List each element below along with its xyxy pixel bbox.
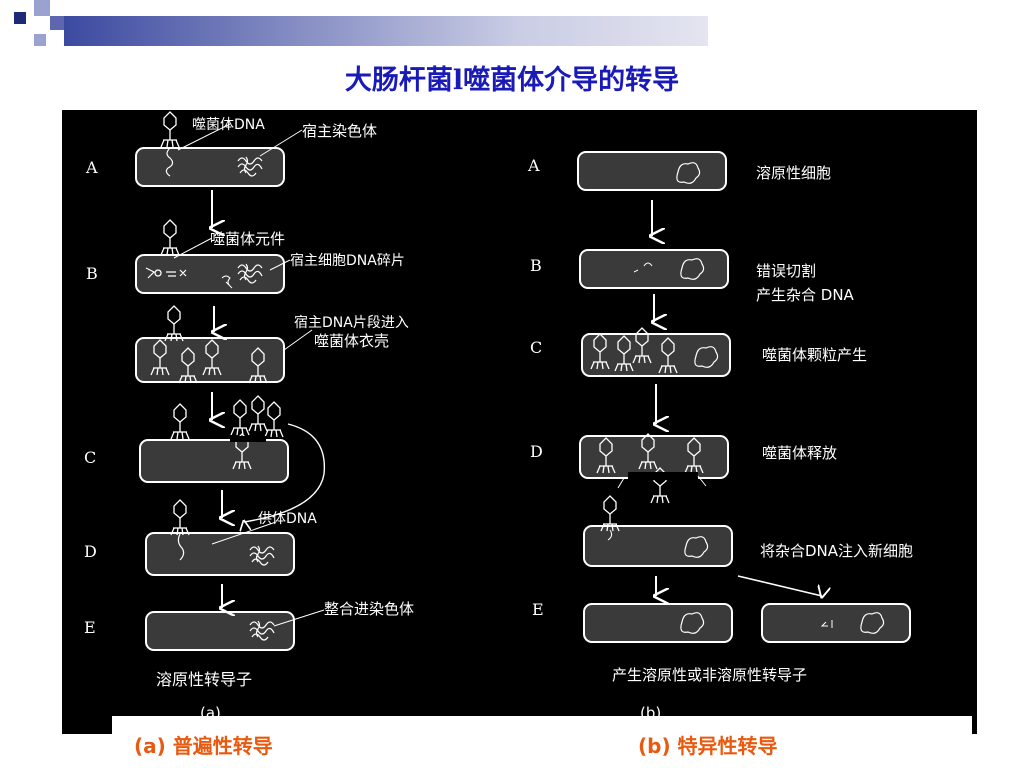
right-cells: [577, 151, 911, 643]
label-host-chromosome: 宿主染色体: [302, 122, 378, 140]
left-step-e: E: [84, 618, 96, 637]
label-phage-parts: 噬菌体元件: [210, 230, 286, 248]
right-step-c: C: [530, 338, 543, 357]
diagram-graphics: [135, 111, 911, 651]
label-lysogenic-cell: 溶原性细胞: [756, 164, 832, 182]
label-particles: 噬菌体颗粒产生: [762, 346, 868, 364]
left-step-c: C: [84, 448, 97, 467]
caption-specialized-transduction: (b) 特异性转导: [638, 734, 778, 758]
label-host-dna-fragments: 宿主细胞DNA碎片: [290, 253, 405, 269]
right-step-e: E: [532, 600, 544, 619]
corner-decoration: [0, 0, 1024, 60]
label-integrate: 整合进染色体: [324, 600, 415, 618]
left-step-b: B: [86, 264, 98, 283]
caption-general-transduction: (a) 普遍性转导: [134, 734, 273, 758]
label-wrong-cut: 错误切割: [756, 262, 817, 280]
label-inject: 将杂合DNA注入新细胞: [760, 542, 914, 560]
label-release: 噬菌体释放: [762, 444, 838, 462]
label-host-dna-enter: 宿主DNA片段进入: [294, 315, 409, 331]
right-step-a: A: [528, 156, 540, 175]
diagram-panel: A B C D E 噬菌体DNA 宿主染色体 噬菌体元件 宿主细胞DNA碎片 宿…: [62, 110, 977, 734]
left-step-d: D: [84, 542, 97, 561]
right-step-b: B: [530, 256, 542, 275]
label-hybrid-dna: 产生杂合 DNA: [756, 286, 854, 304]
label-donor-dna: 供体DNA: [258, 511, 317, 527]
label-left-result: 溶原性转导子: [156, 670, 253, 689]
label-phage-dna: 噬菌体DNA: [192, 117, 265, 133]
left-cells: [135, 147, 295, 651]
caption-strip: [112, 716, 972, 736]
page-title: 大肠杆菌l噬菌体介导的转导: [344, 65, 680, 96]
left-step-a: A: [86, 158, 98, 177]
label-phage-coat: 噬菌体衣壳: [314, 332, 390, 350]
right-step-d: D: [530, 442, 543, 461]
label-right-result: 产生溶原性或非溶原性转导子: [612, 666, 808, 684]
